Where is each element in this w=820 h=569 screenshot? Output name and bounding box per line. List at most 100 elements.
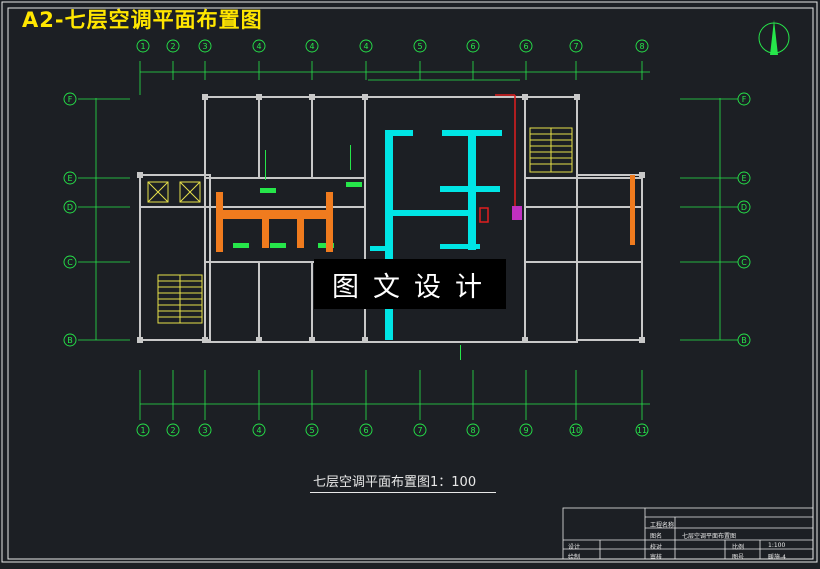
axis-bubble-bottom: 8	[466, 423, 480, 437]
axis-bubble-top: 4	[305, 39, 319, 53]
tb-draw-label: 绘制	[568, 554, 581, 561]
top-axis-bubbles: 1 2 3 4 4 4 5 6 6 7 8	[136, 39, 649, 53]
caption-underline	[310, 492, 496, 493]
air-handling-unit	[512, 206, 522, 220]
axis-bubble-bottom: 2	[166, 423, 180, 437]
sheet-title: A2-七层空调平面布置图	[22, 8, 263, 32]
axis-bubble-top-label: 4	[363, 42, 368, 51]
bottom-axis-bubbles: 1 2 3 4 5 6 7 8 9 10 11	[136, 423, 649, 437]
axis-bubble-row-left: E	[63, 171, 77, 185]
tb-project-label: 工程名称	[650, 522, 675, 529]
axis-bubble-top: 2	[166, 39, 180, 53]
title-block	[562, 507, 814, 560]
axis-bubble-row-right: E	[737, 171, 751, 185]
inner-frame	[7, 7, 814, 560]
tb-check-label: 校对	[650, 544, 663, 551]
exhaust-duct-network	[216, 175, 635, 252]
axis-bubble-bottom-label: 10	[571, 426, 581, 435]
axis-bubble-bottom: 9	[519, 423, 533, 437]
tb-sheet-label: 图号	[732, 554, 745, 561]
axis-bubble-row-right-label: F	[742, 95, 747, 104]
axis-bubble-bottom: 3	[198, 423, 212, 437]
tb-scale-label: 比例	[732, 544, 745, 551]
axis-bubble-top-label: 5	[417, 42, 422, 51]
axis-bubble-row-right: F	[737, 92, 751, 106]
axis-bubble-top: 5	[413, 39, 427, 53]
axis-bubble-top: 7	[569, 39, 583, 53]
axis-bubble-row-right: C	[737, 255, 751, 269]
bottom-dimension-lines	[139, 370, 650, 420]
axis-bubble-row-right-label: C	[741, 258, 747, 267]
axis-bubble-row-left-label: E	[67, 174, 72, 183]
axis-bubble-top: 3	[198, 39, 212, 53]
row-axis-bubbles: F F E E D D C C B B	[63, 92, 751, 347]
axis-bubble-bottom: 10	[569, 423, 583, 437]
axis-bubble-bottom-label: 6	[363, 426, 368, 435]
axis-bubble-row-left: B	[63, 333, 77, 347]
tb-name-value: 七层空调平面布置图	[682, 533, 737, 540]
axis-bubble-row-right-label: E	[741, 174, 746, 183]
stair-right	[529, 127, 573, 173]
axis-bubble-row-left-label: D	[67, 203, 73, 212]
north-arrow-icon	[758, 20, 790, 55]
axis-bubble-top-label: 6	[523, 42, 528, 51]
axis-bubble-bottom: 7	[413, 423, 427, 437]
structural-columns	[137, 94, 645, 343]
tb-name-label: 图名	[650, 533, 663, 540]
tb-scale-value: 1:100	[768, 542, 786, 549]
axis-bubble-row-right: D	[737, 200, 751, 214]
top-dimension-lines	[139, 61, 650, 95]
axis-bubble-top-label: 8	[639, 42, 644, 51]
building-walls	[139, 96, 643, 343]
tb-design-label: 设计	[568, 544, 581, 551]
axis-bubble-row-left-label: F	[68, 95, 73, 104]
axis-bubble-row-left: D	[63, 200, 77, 214]
equipment-labels	[265, 145, 461, 360]
axis-bubble-top: 6	[466, 39, 480, 53]
axis-bubble-bottom-label: 2	[170, 426, 175, 435]
axis-bubble-bottom-label: 7	[417, 426, 422, 435]
axis-bubble-top: 4	[359, 39, 373, 53]
axis-bubble-bottom-label: 4	[256, 426, 261, 435]
axis-bubble-top-label: 3	[202, 42, 207, 51]
axis-bubble-top: 6	[519, 39, 533, 53]
refrigerant-riser	[479, 94, 516, 223]
tb-approve-label: 审核	[650, 554, 663, 561]
axis-bubble-bottom: 4	[252, 423, 266, 437]
tb-sheet-value: 暖施-4	[768, 554, 786, 561]
axis-bubble-bottom-label: 3	[202, 426, 207, 435]
drawing-caption: 七层空调平面布置图1：100	[313, 475, 477, 490]
axis-bubble-bottom-label: 8	[470, 426, 475, 435]
axis-bubble-bottom: 1	[136, 423, 150, 437]
axis-bubble-row-left: F	[63, 92, 77, 106]
axis-bubble-top: 8	[635, 39, 649, 53]
axis-bubble-top-label: 4	[256, 42, 261, 51]
watermark-text: 图文设计	[314, 259, 506, 309]
axis-bubble-bottom-label: 1	[140, 426, 145, 435]
axis-bubble-bottom-label: 5	[309, 426, 314, 435]
axis-bubble-top-label: 6	[470, 42, 475, 51]
axis-bubble-row-right-label: D	[741, 203, 747, 212]
axis-bubble-bottom-label: 11	[637, 426, 647, 435]
axis-bubble-row-left-label: C	[67, 258, 73, 267]
supply-duct-network	[370, 130, 502, 340]
axis-bubble-top-label: 1	[140, 42, 145, 51]
elevator-shafts	[147, 181, 201, 203]
axis-bubble-bottom: 11	[635, 423, 649, 437]
stair-left	[157, 274, 203, 324]
axis-bubble-top-label: 4	[309, 42, 314, 51]
side-dimension-lines	[78, 98, 738, 341]
axis-bubble-top-label: 2	[170, 42, 175, 51]
axis-bubble-row-left: C	[63, 255, 77, 269]
axis-bubble-top-label: 7	[573, 42, 578, 51]
axis-bubble-row-left-label: B	[67, 336, 73, 345]
axis-bubble-row-right-label: B	[741, 336, 747, 345]
axis-bubble-bottom: 6	[359, 423, 373, 437]
axis-bubble-bottom: 5	[305, 423, 319, 437]
axis-bubble-row-right: B	[737, 333, 751, 347]
axis-bubble-top: 4	[252, 39, 266, 53]
axis-bubble-bottom-label: 9	[523, 426, 528, 435]
